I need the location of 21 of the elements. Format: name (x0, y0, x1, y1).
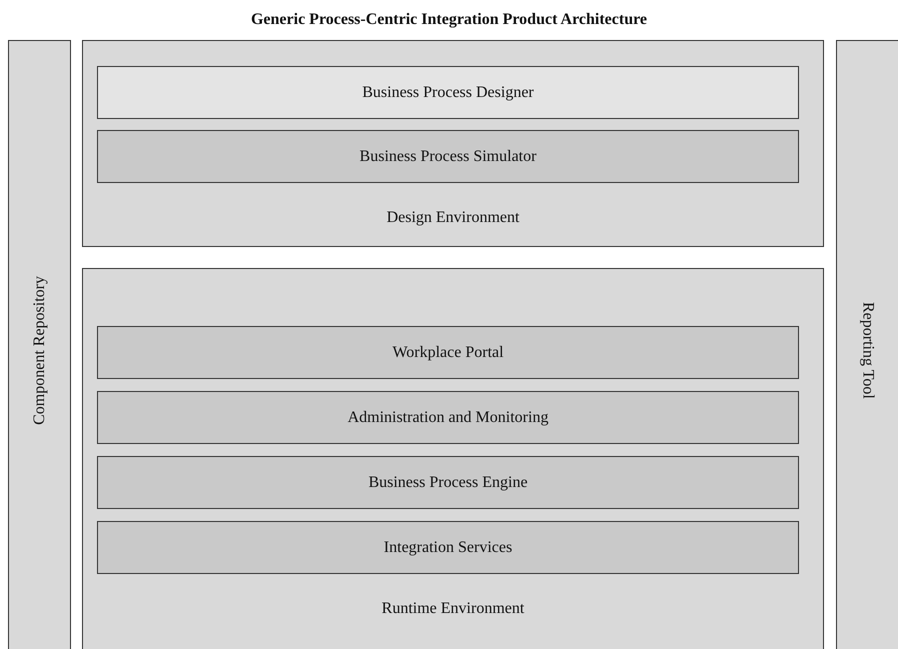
node-label: Administration and Monitoring (348, 408, 548, 428)
environment-panel (82, 268, 824, 649)
component-box (97, 456, 799, 509)
diagram-title: Generic Process-Centric Integration Product Architecture (250, 10, 648, 30)
node-label: Reporting Tool (858, 302, 878, 398)
node-label: Business Process Designer (362, 82, 534, 102)
node-label: Component Repository (30, 276, 48, 424)
component-box (97, 326, 799, 379)
component-box (97, 66, 799, 119)
node-label: Integration Services (384, 538, 512, 558)
node-label: Runtime Environment (380, 599, 526, 619)
side-panel (8, 40, 71, 649)
node-label: Design Environment (386, 208, 520, 228)
component-box (97, 521, 799, 574)
side-panel (836, 40, 898, 649)
environment-panel (82, 40, 824, 247)
component-box (97, 391, 799, 444)
node-label: Business Process Engine (368, 472, 528, 492)
component-box (97, 130, 799, 183)
node-label: Business Process Simulator (360, 146, 536, 166)
node-label: Workplace Portal (392, 342, 504, 362)
